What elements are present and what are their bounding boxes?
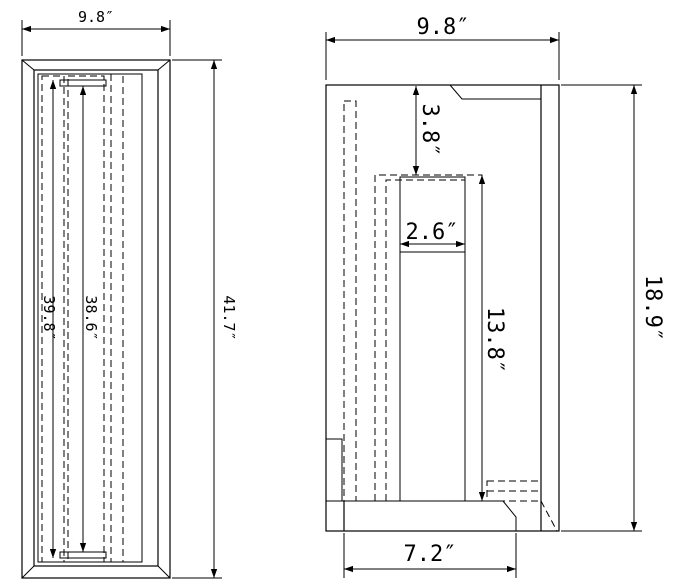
side-height-label: 18.9″ — [640, 275, 665, 341]
front-inner-frame — [33, 69, 159, 567]
front-height-label: 41.7″ — [220, 295, 238, 340]
front-handle-length-label: 38.6″ — [82, 295, 100, 340]
front-bevel-br — [157, 565, 171, 579]
side-view: 9.8″ 18.9″ 3.8″ 2.6″ 13.8″ 7.2″ — [325, 15, 665, 578]
side-back-hidden — [540, 500, 558, 532]
front-bevel-tr — [157, 59, 171, 71]
side-top-bevel — [449, 84, 541, 100]
front-handle-top — [59, 79, 107, 87]
front-outer-frame — [21, 59, 171, 579]
front-handle-bottom — [59, 551, 107, 559]
side-base-plate — [343, 500, 517, 532]
front-hidden-left — [41, 75, 65, 563]
front-bevel-tl — [21, 59, 35, 71]
side-foot — [325, 438, 343, 502]
front-bevel-bl — [21, 565, 35, 579]
side-base-width-label: 7.2″ — [404, 542, 457, 567]
front-width-label: 9.8″ — [78, 8, 114, 26]
side-left-slot — [343, 100, 357, 502]
side-top-offset-label: 3.8″ — [417, 104, 442, 157]
front-hidden-handle — [67, 75, 105, 563]
side-handle-width-label: 2.6″ — [406, 220, 459, 245]
side-inner-outline-2 — [385, 179, 465, 501]
side-width-label: 9.8″ — [417, 15, 470, 40]
side-handle-height-label: 13.8″ — [482, 307, 507, 373]
front-inner-height-label: 39.8″ — [40, 295, 58, 340]
front-view: 9.8″ 41.7″ 39.8″ 38.6″ — [21, 8, 238, 579]
